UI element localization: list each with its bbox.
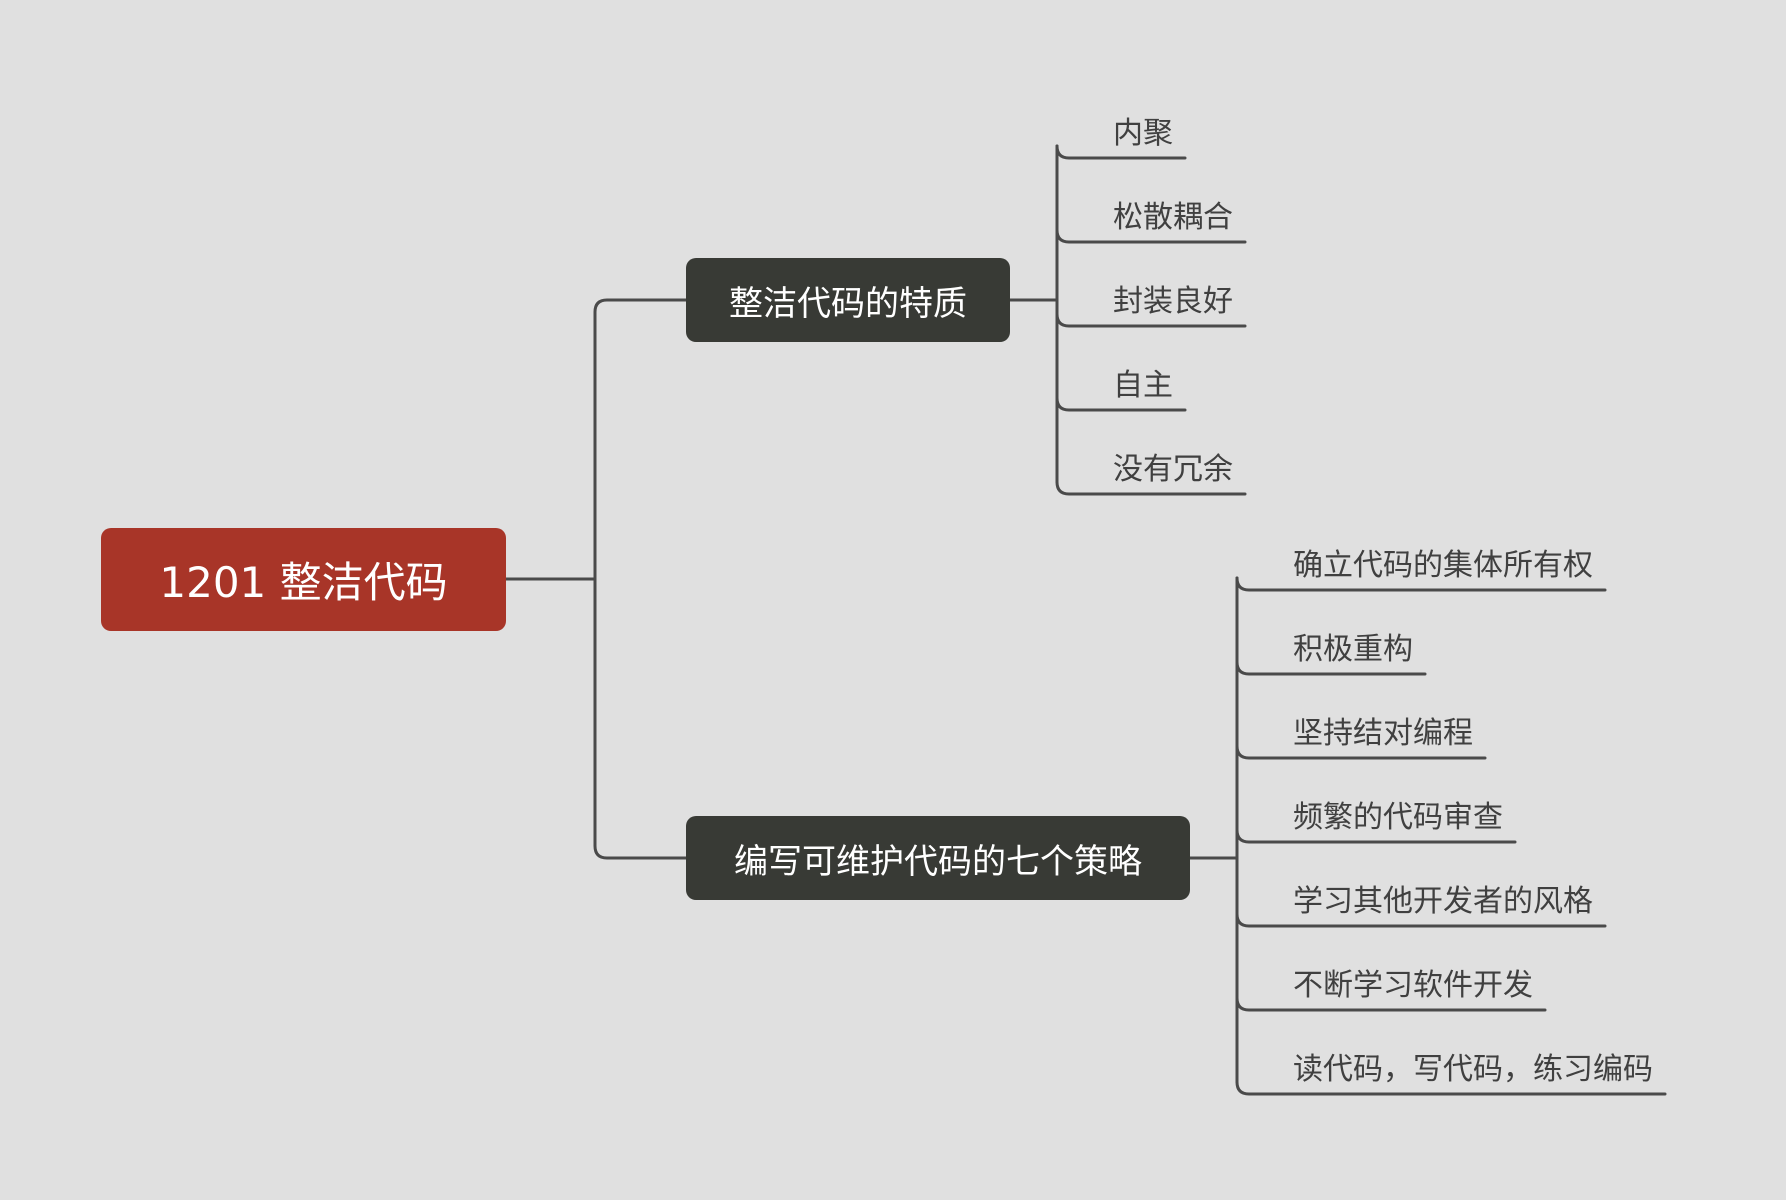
leaf-topic[interactable]: 内聚	[1113, 116, 1173, 151]
leaf-topic[interactable]: 松散耦合	[1113, 200, 1233, 235]
leaf-topic[interactable]: 没有冗余	[1113, 452, 1233, 487]
leaf-topic[interactable]: 封装良好	[1113, 284, 1233, 319]
branch-node-strategies[interactable]: 编写可维护代码的七个策略	[686, 816, 1190, 900]
leaf-topic[interactable]: 自主	[1113, 368, 1173, 403]
leaf-topic[interactable]: 学习其他开发者的风格	[1293, 884, 1593, 919]
leaf-topic[interactable]: 积极重构	[1293, 632, 1413, 667]
leaf-topic[interactable]: 确立代码的集体所有权	[1293, 548, 1593, 583]
root-node[interactable]: 1201 整洁代码	[101, 528, 506, 631]
leaf-topic[interactable]: 不断学习软件开发	[1293, 968, 1533, 1003]
root-label: 1201 整洁代码	[159, 558, 448, 607]
branch-label: 编写可维护代码的七个策略	[734, 841, 1142, 882]
leaf-topic[interactable]: 频繁的代码审查	[1293, 800, 1503, 835]
branch-label: 整洁代码的特质	[729, 283, 967, 324]
branch0-leaf-line	[1055, 480, 1247, 496]
trunk-connector	[593, 298, 688, 860]
leaf-topic[interactable]: 读代码，写代码，练习编码	[1293, 1052, 1653, 1087]
branch1-leaf-line	[1235, 1080, 1667, 1096]
leaf-topic[interactable]: 坚持结对编程	[1293, 716, 1473, 751]
branch-node-characteristics[interactable]: 整洁代码的特质	[686, 258, 1010, 342]
